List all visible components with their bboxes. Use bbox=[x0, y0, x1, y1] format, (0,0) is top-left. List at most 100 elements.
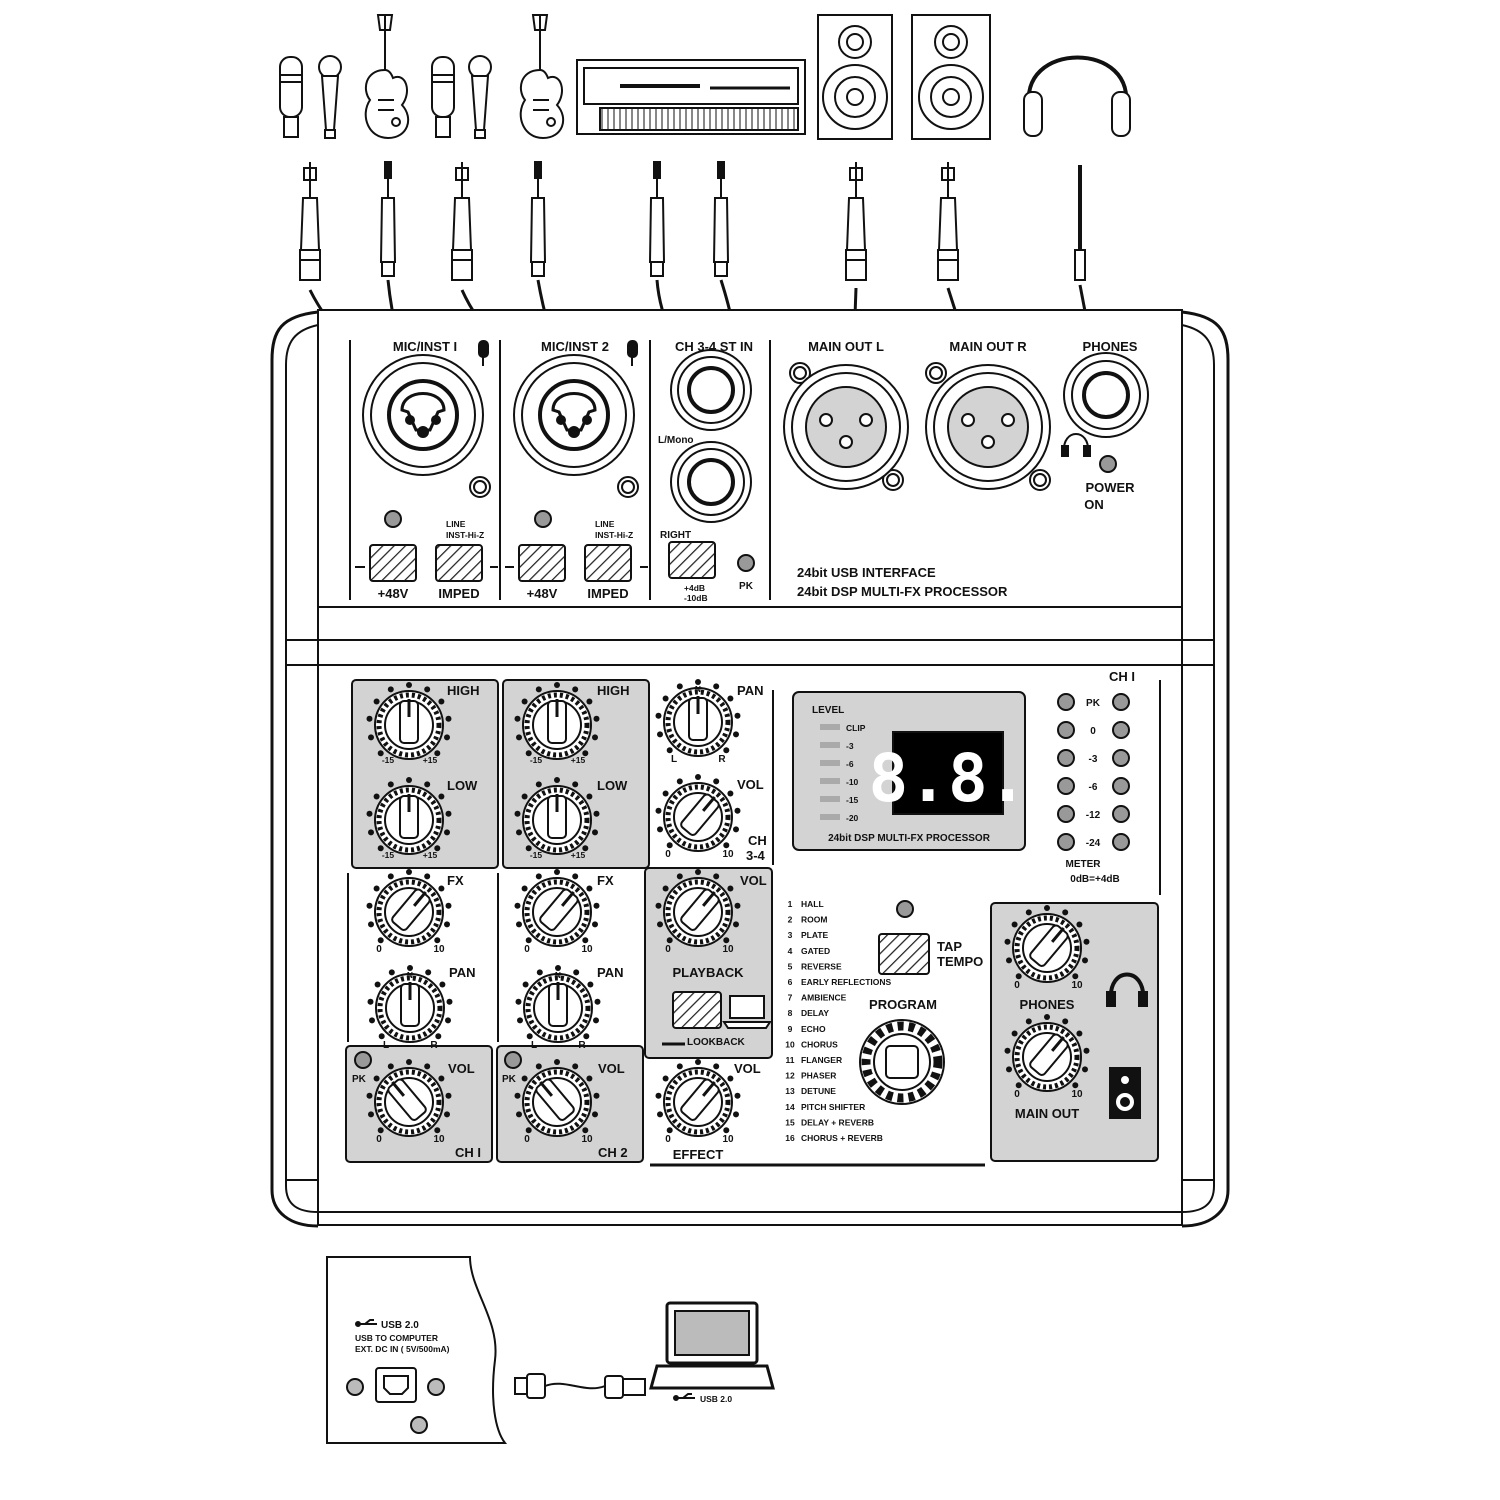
label-power: POWER bbox=[1085, 480, 1135, 495]
combo-jack-ch2[interactable] bbox=[513, 354, 639, 498]
label-vol-effect: VOL bbox=[734, 1061, 761, 1076]
xlr-plug-icon bbox=[937, 162, 959, 281]
mic-icon-ch2 bbox=[627, 340, 638, 366]
label-level: LEVEL bbox=[812, 705, 844, 716]
label-ch34-line2: 3-4 bbox=[746, 848, 766, 863]
label-meter-caption2: 0dB=+4dB bbox=[1070, 874, 1119, 885]
electric-guitar-2-icon bbox=[519, 14, 565, 140]
range-min-tick: 0 bbox=[1014, 980, 1020, 991]
knob-fx-ch1[interactable] bbox=[366, 869, 452, 947]
usb-b-port[interactable] bbox=[375, 1367, 417, 1403]
knob-low-ch1[interactable] bbox=[366, 777, 452, 855]
label-high-ch2: HIGH bbox=[597, 683, 630, 698]
knob-vol-st[interactable] bbox=[655, 774, 741, 852]
effect-name: ECHO bbox=[801, 1024, 826, 1034]
knob-high-ch1[interactable] bbox=[366, 682, 452, 760]
level-bar bbox=[820, 814, 840, 820]
label-imped-ch2: IMPED bbox=[587, 586, 628, 601]
speaker-monitor-right-icon bbox=[911, 14, 991, 140]
label-low-ch1: LOW bbox=[447, 778, 478, 793]
loopback-button[interactable] bbox=[672, 991, 722, 1029]
label-phones-out: PHONES bbox=[1020, 997, 1075, 1012]
level-label: -10 bbox=[846, 777, 859, 787]
knob-pan-ch1[interactable] bbox=[367, 965, 453, 1043]
label-line-ch1: LINE bbox=[446, 519, 466, 529]
eq-max-tick: +15 bbox=[423, 850, 438, 860]
effect-number: 3 bbox=[788, 930, 793, 940]
screw-left-icon bbox=[346, 1378, 364, 1396]
imped-button-ch1[interactable] bbox=[435, 544, 483, 582]
knob-vol-ch2[interactable] bbox=[514, 1059, 600, 1137]
label-plus4db: +4dB bbox=[684, 583, 705, 593]
usb-rear-panel bbox=[326, 1256, 508, 1444]
jack-st-in-right[interactable] bbox=[670, 441, 752, 523]
program-encoder[interactable] bbox=[859, 1019, 945, 1105]
imped-button-ch2[interactable] bbox=[584, 544, 632, 582]
label-minus10db: -10dB bbox=[684, 593, 708, 603]
label-imped-ch1: IMPED bbox=[438, 586, 479, 601]
screw-bottom-icon bbox=[410, 1416, 428, 1434]
speaker-small-icon bbox=[1109, 1067, 1141, 1119]
knob-vol-effect[interactable] bbox=[655, 1059, 741, 1137]
label-fx-ch1: FX bbox=[447, 873, 464, 888]
label-pan-ch1: PAN bbox=[449, 965, 475, 980]
phantom-button-ch1[interactable] bbox=[369, 544, 417, 582]
xlr-main-out-l[interactable] bbox=[783, 362, 909, 491]
knob-main-out[interactable] bbox=[1004, 1014, 1090, 1092]
meter-led-left bbox=[1057, 721, 1075, 739]
effect-name: GATED bbox=[801, 946, 830, 956]
label-phantom-ch2: +48V bbox=[527, 586, 558, 601]
range-min-tick: 0 bbox=[524, 1134, 530, 1145]
knob-pan-st[interactable] bbox=[655, 679, 741, 757]
effect-number: 2 bbox=[788, 915, 793, 925]
label-pk-ch1: PK bbox=[352, 1074, 367, 1085]
knob-phones[interactable] bbox=[1004, 905, 1090, 983]
meter-led-left bbox=[1057, 833, 1075, 851]
effect-name: AMBIENCE bbox=[801, 993, 847, 1003]
meter-led-right bbox=[1112, 693, 1130, 711]
xlr-plug-icon bbox=[845, 162, 867, 281]
knob-vol-ch1[interactable] bbox=[366, 1059, 452, 1137]
label-main-out-r: MAIN OUT R bbox=[949, 339, 1027, 354]
label-on: ON bbox=[1084, 497, 1104, 512]
pan-right-tick: R bbox=[578, 1040, 586, 1051]
usb-symbol-icon bbox=[355, 1319, 695, 1401]
phantom-button-ch2[interactable] bbox=[518, 544, 566, 582]
effect-name: PHASER bbox=[801, 1071, 836, 1081]
xlr-plug-icon bbox=[451, 162, 473, 281]
effect-number: 8 bbox=[788, 1008, 793, 1018]
jack-plug-icon bbox=[648, 161, 666, 277]
jack-plug-icon bbox=[379, 161, 397, 277]
label-pk-st-in: PK bbox=[739, 581, 754, 592]
label-laptop-usb: USB 2.0 bbox=[700, 1394, 732, 1404]
label-mic-inst-1: MIC/INST I bbox=[393, 339, 457, 354]
knob-low-ch2[interactable] bbox=[514, 777, 600, 855]
pan-right-tick: R bbox=[430, 1040, 438, 1051]
meter-led-left bbox=[1057, 805, 1075, 823]
meter-label: -3 bbox=[1089, 754, 1098, 765]
xlr-plug-icon bbox=[299, 162, 321, 281]
label-program: PROGRAM bbox=[869, 997, 937, 1012]
effect-number: 10 bbox=[785, 1039, 795, 1049]
jack-st-in-left[interactable] bbox=[670, 349, 752, 431]
level-switch-st-in[interactable] bbox=[668, 541, 716, 579]
knob-vol-playback[interactable] bbox=[655, 869, 741, 947]
effect-name: CHORUS + REVERB bbox=[801, 1133, 883, 1143]
meter-led-left bbox=[1057, 777, 1075, 795]
xlr-main-out-r[interactable] bbox=[925, 362, 1051, 491]
tap-led bbox=[896, 900, 914, 918]
label-tap: TAP bbox=[937, 939, 962, 954]
jack-phones[interactable] bbox=[1063, 352, 1149, 438]
combo-jack-ch1[interactable] bbox=[362, 354, 491, 498]
knob-fx-ch2[interactable] bbox=[514, 869, 600, 947]
range-min-tick: 0 bbox=[1014, 1089, 1020, 1100]
label-meter-caption1: METER bbox=[1066, 859, 1102, 870]
handheld-mic-1-icon bbox=[318, 55, 342, 139]
knob-high-ch2[interactable] bbox=[514, 682, 600, 760]
range-max-tick: 10 bbox=[1071, 1089, 1083, 1100]
knob-pan-ch2[interactable] bbox=[515, 965, 601, 1043]
tap-tempo-button[interactable] bbox=[878, 933, 930, 975]
pan-right-tick: R bbox=[718, 754, 726, 765]
effect-name: CHORUS bbox=[801, 1039, 838, 1049]
range-min-tick: 0 bbox=[665, 944, 671, 955]
